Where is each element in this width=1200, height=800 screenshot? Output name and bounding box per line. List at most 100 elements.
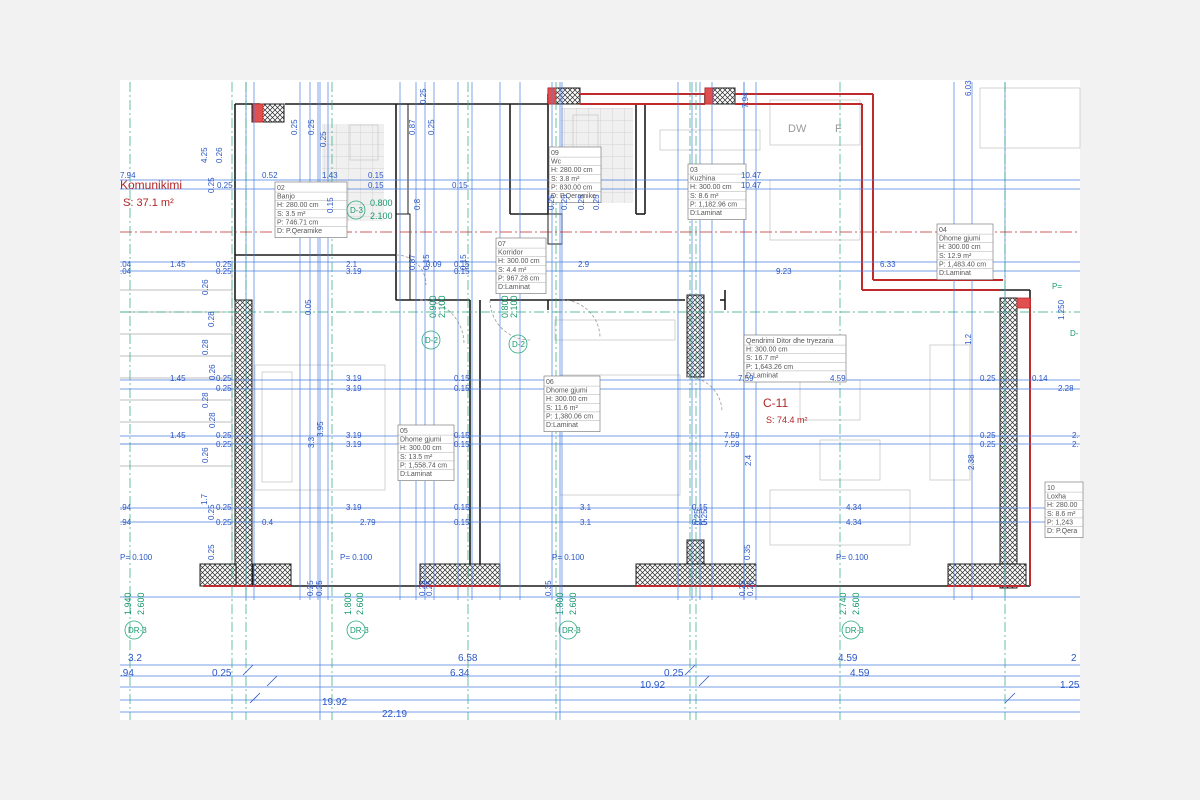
dimension-text-vertical: 0.25 xyxy=(427,119,436,135)
dimension-text-vertical: 0.15 xyxy=(459,254,468,270)
door-tag-text: D-3 xyxy=(350,206,363,215)
sill-height: P= 0.100 xyxy=(836,553,869,562)
hatched-wall xyxy=(686,294,705,378)
door-tag-text: DR-3 xyxy=(845,626,864,635)
bottom-dimension-text: 6.34 xyxy=(450,668,470,679)
sill-height: P= 0.100 xyxy=(340,553,373,562)
dimension-text: 0.25 xyxy=(216,503,232,512)
door-tag-text: DR-3 xyxy=(350,626,369,635)
room-label-line: Qendrimi Ditor dhe tryezaria xyxy=(746,338,834,345)
door-swings xyxy=(395,254,723,413)
window-dimension: 2.600 xyxy=(355,592,365,615)
room-label-line: 10 xyxy=(1047,485,1055,492)
dimension-text: .04 xyxy=(120,260,132,269)
room-label-line: D:Laminat xyxy=(400,471,432,478)
bottom-dimension-text: 6.58 xyxy=(458,653,478,664)
dimension-text: 3.19 xyxy=(346,440,362,449)
dimension-text-vertical: 4.25 xyxy=(200,147,209,163)
dimension-text: .94 xyxy=(120,503,132,512)
dimension-text: 0.25 xyxy=(216,267,232,276)
dimension-text-vertical: 0.8 xyxy=(413,198,422,210)
dimension-text-vertical: 0.25 xyxy=(746,580,755,596)
room-label-box xyxy=(743,334,847,383)
dimension-text-vertical: 0.25 xyxy=(306,580,315,596)
room-label-line: P: 1,380.06 cm xyxy=(546,413,593,420)
room-label-line: 03 xyxy=(690,167,698,174)
room-label-line: Wc xyxy=(551,159,562,166)
dimension-text: 2.1 xyxy=(346,260,358,269)
door-tag-text: DR-3 xyxy=(128,626,147,635)
room-label-box xyxy=(397,424,455,481)
dimension-text: 7.59 xyxy=(724,431,740,440)
dimension-text-vertical: 0.26 xyxy=(201,447,210,463)
dimension-text: 3.19 xyxy=(346,374,362,383)
zone-title-apartment: C-11 xyxy=(763,396,788,410)
dimension-text: 0.09 xyxy=(426,260,442,269)
dimension-text: 2. xyxy=(1072,440,1079,449)
dimension-text-vertical: 0.25 xyxy=(700,509,709,525)
bottom-dimension-text: 22.19 xyxy=(382,709,407,720)
room-label-line: H: 300.00 cm xyxy=(400,445,442,452)
room-label-line: S: 3.8 m² xyxy=(551,176,580,183)
room-label-line: H: 300.00 cm xyxy=(498,258,540,265)
door-swing xyxy=(561,299,601,339)
window-dimension: 2.600 xyxy=(851,592,861,615)
door-tag-text: P= xyxy=(1052,282,1062,291)
dimension-text: 3.19 xyxy=(346,503,362,512)
hatched-wall xyxy=(252,563,292,587)
hatched-wall xyxy=(999,297,1018,589)
hatched-wall xyxy=(234,299,253,587)
dimension-text: 0.25 xyxy=(216,518,232,527)
room-label-line: Loxha xyxy=(1047,494,1066,501)
dimension-text: 0.4 xyxy=(262,518,274,527)
door-size: 2.100 xyxy=(437,295,447,318)
room-label-line: 04 xyxy=(939,227,947,234)
room-label-line: S: 11.6 m² xyxy=(546,405,578,412)
bottom-dimension-text: 0.25 xyxy=(664,668,684,679)
room-label-line: H: 300.00 cm xyxy=(939,244,981,251)
door-size: 2.100 xyxy=(509,295,519,318)
bottom-dimension-text: 1.25 xyxy=(1060,680,1080,691)
dim-tick xyxy=(249,692,261,704)
dimension-text: 0.25 xyxy=(216,374,232,383)
dimension-text: 9.23 xyxy=(776,267,792,276)
dimension-text-vertical: 1.250 xyxy=(1057,299,1066,320)
room-label-line: S: 4.4 m² xyxy=(498,267,527,274)
dimension-text-vertical: 6.03 xyxy=(964,80,973,96)
window-dimension: 2.600 xyxy=(136,592,146,615)
door-swing xyxy=(489,299,531,341)
room-label-box xyxy=(543,375,601,432)
room-label-box xyxy=(548,146,602,203)
dimension-text: 0.15 xyxy=(368,171,384,180)
dimension-text: 0.25 xyxy=(216,384,232,393)
room-label-line: 05 xyxy=(400,428,408,435)
dimension-text: 0.15 xyxy=(454,503,470,512)
dimension-text-vertical: 0.05 xyxy=(304,299,313,315)
dimension-text-vertical: 7.94 xyxy=(741,92,750,108)
dimension-text: 10.47 xyxy=(741,181,762,190)
dimension-text-vertical: 0.28 xyxy=(201,339,210,355)
room-label-line: Dhome gjumi xyxy=(400,437,442,444)
door-height: 2.100 xyxy=(370,211,393,221)
dimension-text: 0.15 xyxy=(692,518,708,527)
room-label-line: S: 12.9 m² xyxy=(939,253,972,260)
sill-height: P= 0.100 xyxy=(120,553,153,562)
room-label-line: D:Laminat xyxy=(939,270,971,277)
dimension-text: 3.19 xyxy=(346,431,362,440)
dimension-text-vertical: 0.25 xyxy=(560,194,569,210)
door-tag-text: D- xyxy=(1070,329,1079,338)
green-axis-lines xyxy=(120,82,1080,720)
door-size: 0.900 xyxy=(428,295,438,318)
dimension-text: 0.15 xyxy=(454,518,470,527)
dimension-text-vertical: 0.26 xyxy=(215,147,224,163)
dimension-text: 1.45 xyxy=(170,374,186,383)
red-wall-end xyxy=(704,87,714,105)
dimension-text-vertical: 0.25 xyxy=(307,119,316,135)
room-label-line: Korridor xyxy=(498,250,524,257)
bottom-dimension-text: 10.92 xyxy=(640,680,665,691)
fridge-label: F xyxy=(835,123,842,135)
